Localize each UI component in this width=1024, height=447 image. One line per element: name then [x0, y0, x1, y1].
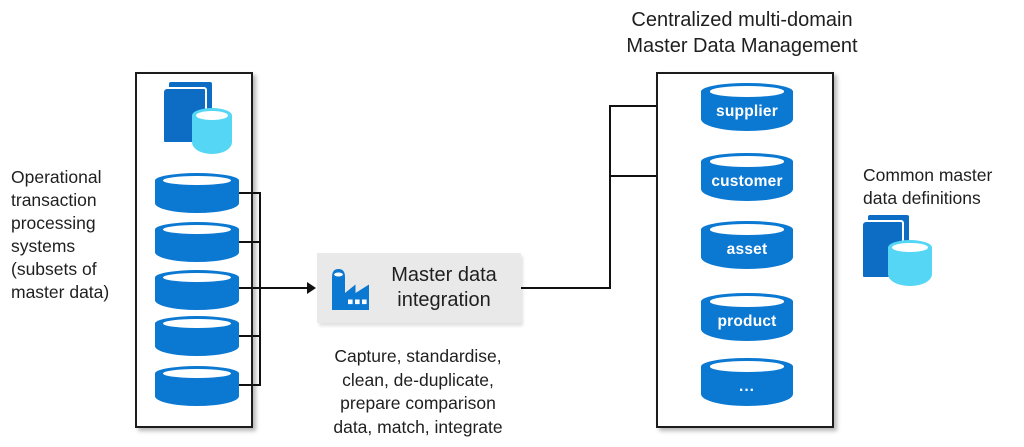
arrow-line [609, 105, 691, 107]
light-database-icon [192, 108, 232, 154]
source-database-cylinder [155, 270, 239, 310]
integration-caption: Capture, standardise, clean, de-duplicat… [333, 346, 503, 437]
source-database-cylinder [155, 316, 239, 356]
source-database-cylinder [155, 366, 239, 406]
source-database-cylinder [155, 222, 239, 262]
common-definitions-label: Common master data definitions [863, 165, 993, 208]
connector-line [239, 287, 260, 289]
arrow-line [521, 287, 611, 289]
cylinder-label: ... [739, 377, 755, 395]
cylinder-label: customer [711, 172, 783, 190]
arrow-line [259, 287, 307, 289]
source-systems-box [135, 72, 253, 428]
operational-systems-label: Operational transaction processing syste… [11, 167, 110, 302]
mdm-title: Centralized multi-domain Master Data Man… [626, 9, 858, 57]
factory-icon [332, 269, 369, 310]
mdm-database-other: ... [701, 358, 793, 406]
bus-vertical-line [259, 192, 261, 386]
connector-line [239, 335, 260, 337]
mdm-box: supplier customer asset product ... [656, 72, 834, 428]
connector-line [239, 384, 260, 386]
arrow-vertical-line [609, 105, 611, 289]
source-database-cylinder [155, 173, 239, 213]
arrow-line [609, 175, 691, 177]
arrow-head [307, 282, 316, 294]
light-database-icon [888, 240, 932, 286]
connector-line [239, 241, 260, 243]
connector-line [239, 192, 260, 194]
cylinder-label: asset [726, 240, 768, 258]
mdm-database-asset: asset [701, 221, 793, 269]
cylinder-label: supplier [716, 102, 778, 120]
mdm-database-supplier: supplier [701, 83, 793, 131]
master-data-integration-box: Master data integration [317, 253, 521, 323]
mdm-database-customer: customer [701, 153, 793, 201]
cylinder-label: product [717, 312, 777, 330]
integration-box-title: Master data integration [391, 264, 497, 311]
mdm-database-product: product [701, 293, 793, 341]
